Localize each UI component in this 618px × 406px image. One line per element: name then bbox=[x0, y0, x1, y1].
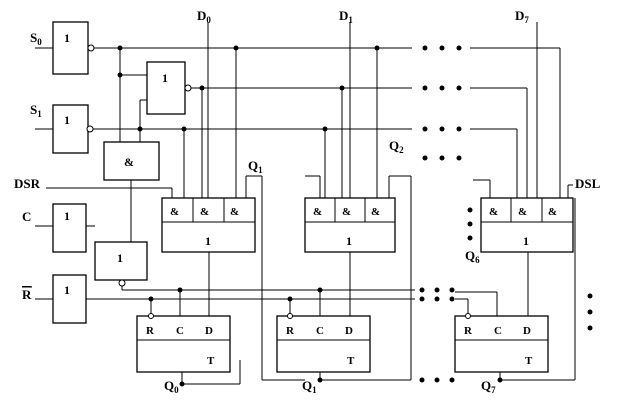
svg-text:C: C bbox=[176, 325, 184, 337]
label-q2-feedback: Q2 bbox=[389, 138, 404, 155]
svg-text:&: & bbox=[342, 206, 351, 218]
and-or-cell-0: & & & 1 bbox=[161, 197, 256, 253]
svg-text:D: D bbox=[205, 325, 213, 337]
svg-text:&: & bbox=[548, 206, 557, 218]
flipflop-0: R C D T bbox=[136, 313, 231, 373]
svg-text:C: C bbox=[494, 325, 502, 337]
not-gate-r-label: 1 bbox=[64, 283, 70, 297]
svg-text:R: R bbox=[146, 325, 155, 337]
label-dsl: DSL bbox=[575, 176, 601, 191]
not-gate-s0: 1 bbox=[52, 21, 95, 75]
svg-text:C: C bbox=[316, 325, 324, 337]
not-gate-c-label: 1 bbox=[64, 209, 70, 223]
or-gate-mode-label: 1 bbox=[162, 71, 168, 85]
svg-text:&: & bbox=[200, 206, 209, 218]
svg-text:&: & bbox=[230, 206, 239, 218]
flipflop-7: R C D T bbox=[454, 313, 549, 373]
svg-text:&: & bbox=[170, 206, 179, 218]
svg-text:D: D bbox=[523, 325, 531, 337]
clock-gate-label: 1 bbox=[117, 251, 123, 265]
not-gate-s1: 1 bbox=[52, 104, 94, 154]
and-or-cell-7: & & & 1 bbox=[480, 197, 574, 253]
not-gate-s0-label: 1 bbox=[64, 31, 70, 45]
label-d1: D1 bbox=[339, 8, 353, 25]
label-s1: S1 bbox=[30, 102, 42, 119]
continuation-dots bbox=[419, 45, 593, 383]
svg-text:R: R bbox=[464, 325, 473, 337]
label-d7: D7 bbox=[515, 8, 529, 25]
label-c: C bbox=[22, 209, 31, 224]
or-gate-mode: 1 bbox=[146, 61, 192, 115]
svg-text:&: & bbox=[518, 206, 527, 218]
clock-gate: 1 bbox=[94, 241, 148, 287]
label-q7: Q7 bbox=[481, 378, 496, 395]
label-d0: D0 bbox=[197, 8, 211, 25]
label-dsr: DSR bbox=[14, 176, 41, 191]
label-r-inverted: R bbox=[22, 287, 32, 302]
label-q1-output: Q1 bbox=[302, 378, 317, 395]
svg-text:D: D bbox=[345, 325, 353, 337]
svg-text:1: 1 bbox=[205, 234, 211, 248]
svg-text:&: & bbox=[371, 206, 380, 218]
svg-text:T: T bbox=[347, 355, 355, 367]
label-q0: Q0 bbox=[164, 378, 179, 395]
svg-text:T: T bbox=[525, 355, 533, 367]
not-gate-c: 1 bbox=[52, 203, 87, 253]
svg-text:&: & bbox=[489, 206, 498, 218]
svg-text:&: & bbox=[313, 206, 322, 218]
not-gate-r: 1 bbox=[52, 274, 87, 324]
svg-text:1: 1 bbox=[346, 234, 352, 248]
svg-text:1: 1 bbox=[523, 234, 529, 248]
junction-dots bbox=[117, 45, 503, 387]
and-or-cell-1: & & & 1 bbox=[304, 197, 396, 253]
svg-text:T: T bbox=[207, 355, 215, 367]
and-gate-enable-label: & bbox=[124, 155, 134, 169]
svg-text:R: R bbox=[286, 325, 295, 337]
label-s0: S0 bbox=[30, 30, 42, 47]
wiring bbox=[35, 22, 576, 385]
not-gate-s1-label: 1 bbox=[64, 113, 70, 127]
and-gate-enable: & bbox=[103, 141, 160, 181]
label-q1-feedback: Q1 bbox=[248, 158, 263, 175]
label-q6-feedback: Q6 bbox=[465, 248, 480, 265]
flipflop-1: R C D T bbox=[276, 313, 371, 373]
